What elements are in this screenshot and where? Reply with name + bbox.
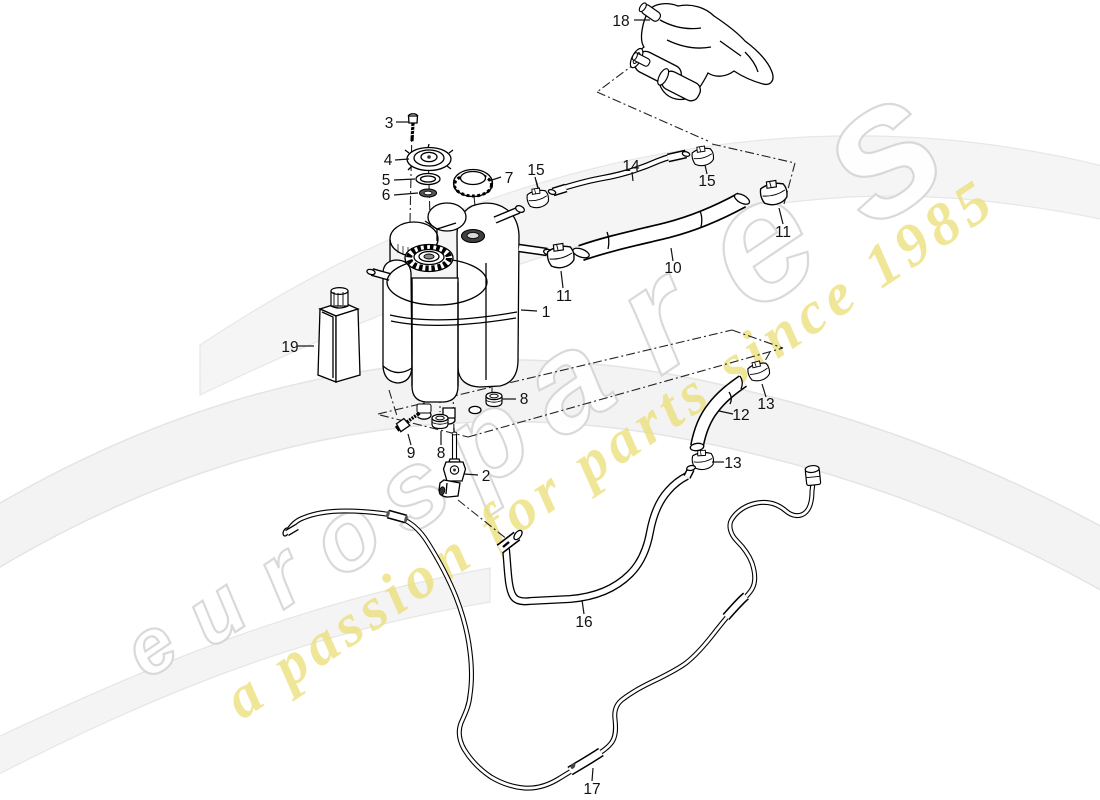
expansion-tank [366,202,554,425]
seal-ring-5 [415,172,441,186]
grommet-8-right [485,391,503,408]
leader-lines [298,19,784,782]
valve-cap-4 [404,143,454,172]
bolt-9 [394,411,421,433]
part-label-1: 1 [542,304,551,321]
temperature-sensor-2 [438,428,467,498]
clamp-13-upper [744,357,773,385]
grommet-8-left [431,413,449,430]
filler-cap-7 [452,168,494,198]
part-label-15b: 15 [698,173,715,190]
part-label-7: 7 [505,170,514,187]
part-label-13a: 13 [757,396,774,413]
clamp-11-left [544,239,578,272]
part-label-18: 18 [612,13,629,30]
part-label-2: 2 [482,468,491,485]
coolant-hose-16 [496,464,696,606]
part-label-5: 5 [382,172,391,189]
part-label-8b: 8 [437,445,446,462]
coolant-bottle [317,287,361,383]
thermostat-housing-18 [629,2,774,102]
part-label-14: 14 [622,158,640,175]
bolt-3 [407,113,419,142]
part-label-8a: 8 [520,391,529,408]
part-label-12: 12 [732,407,749,424]
part-label-11b: 11 [556,288,572,305]
part-label-10: 10 [664,260,682,277]
part-label-4: 4 [384,152,393,169]
vent-pipe-14 [547,149,691,197]
part-label-13b: 13 [724,455,741,472]
part-label-19: 19 [281,339,298,356]
clamp-15-right [689,143,717,169]
part-label-6: 6 [382,187,391,204]
part-label-17: 17 [583,781,600,798]
seal-ring-6 [418,188,438,198]
coolant-pipe-17 [282,464,822,791]
part-label-11a: 11 [775,224,791,241]
part-label-9: 9 [407,445,416,462]
part-label-16: 16 [575,614,592,631]
part-label-3: 3 [385,115,394,132]
part-labels: 18 3 4 5 6 7 15 14 15 11 10 11 1 19 8 9 … [281,13,791,798]
housing-tube-small [657,68,702,102]
elbow-hose-12 [689,375,748,452]
water-hose-10 [572,192,751,262]
clamp-15-left [524,185,552,211]
swoosh-band-lower [0,567,491,775]
part-label-15a: 15 [527,162,544,179]
